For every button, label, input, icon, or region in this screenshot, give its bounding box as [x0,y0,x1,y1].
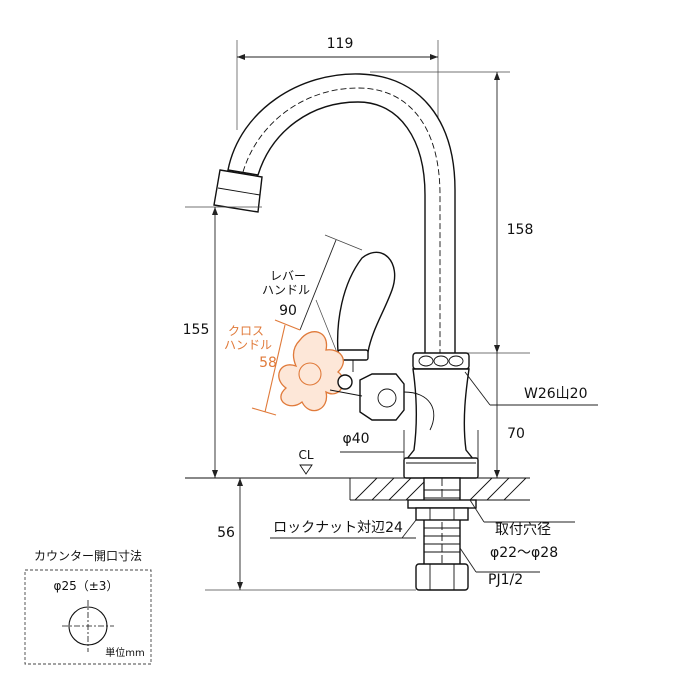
counter-box-title: カウンター開口寸法 [34,549,142,563]
dimension-lever [299,234,363,361]
base-dia-value: φ40 [342,431,369,447]
lever-handle [336,251,396,372]
mount-hole-label: 取付穴径 [495,522,551,538]
faucet-body [403,352,479,479]
cross-label-1: クロス [228,324,264,338]
lever-label-2: ハンドル [262,283,310,297]
height-70-value: 70 [507,426,525,442]
lock-nut-label: ロックナット対辺24 [273,520,403,536]
dimension-56 [237,478,243,590]
spout [213,73,456,356]
cross-58-value: 58 [259,355,277,371]
under-56-value: 56 [217,525,235,541]
height-155-value: 155 [183,322,210,338]
centerline-label: CL [298,448,313,462]
unit-label: 単位mm [105,646,144,659]
counter-box [24,569,152,665]
thread-label: W26山20 [524,386,587,402]
width-value: 119 [327,36,354,52]
dimension-cross [251,319,301,416]
valve-cap [329,373,435,431]
shank-assembly [407,477,477,591]
lever-90-value: 90 [279,303,297,319]
counter-top [185,477,530,501]
cross-label-2: ハンドル [224,338,272,352]
pipe-thread-label: PJ1/2 [488,572,523,588]
dimension-70 [494,353,500,478]
dimension-158 [494,72,500,353]
counter-opening-value: φ25（±3） [54,579,119,593]
mount-range-label: φ22～φ28 [490,545,558,561]
lever-label-1: レバー [270,269,306,283]
dimension-155 [212,207,218,478]
height-158-value: 158 [507,222,534,238]
cross-handle [278,331,344,412]
